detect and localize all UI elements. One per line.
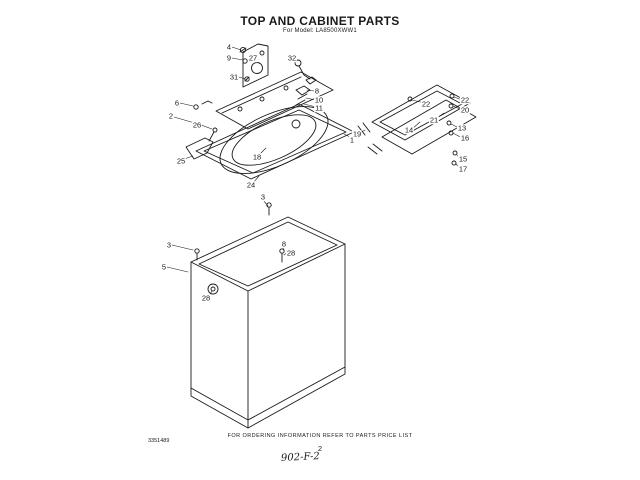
footer-note: FOR ORDERING INFORMATION REFER TO PARTS … [227, 433, 413, 439]
bracket-27-part [242, 43, 269, 88]
handwritten-note: 902-F-2 [280, 450, 320, 465]
cabinet-part [190, 216, 346, 429]
cabinet-hardware [194, 202, 285, 295]
top-fasteners [239, 46, 250, 82]
left-bracket-part [185, 127, 218, 160]
switch-32-part [294, 59, 317, 85]
top-panel-part [195, 103, 355, 180]
doc-number: 3351489 [148, 438, 170, 444]
clip-parts [295, 85, 311, 106]
page-title: TOP AND CABINET PARTS [240, 14, 400, 28]
page-subtitle: For Model: LA8500XWW1 [283, 28, 357, 34]
page-number: 2 [317, 444, 323, 453]
screw-6-part [193, 100, 213, 110]
rear-channel-part [215, 71, 334, 130]
